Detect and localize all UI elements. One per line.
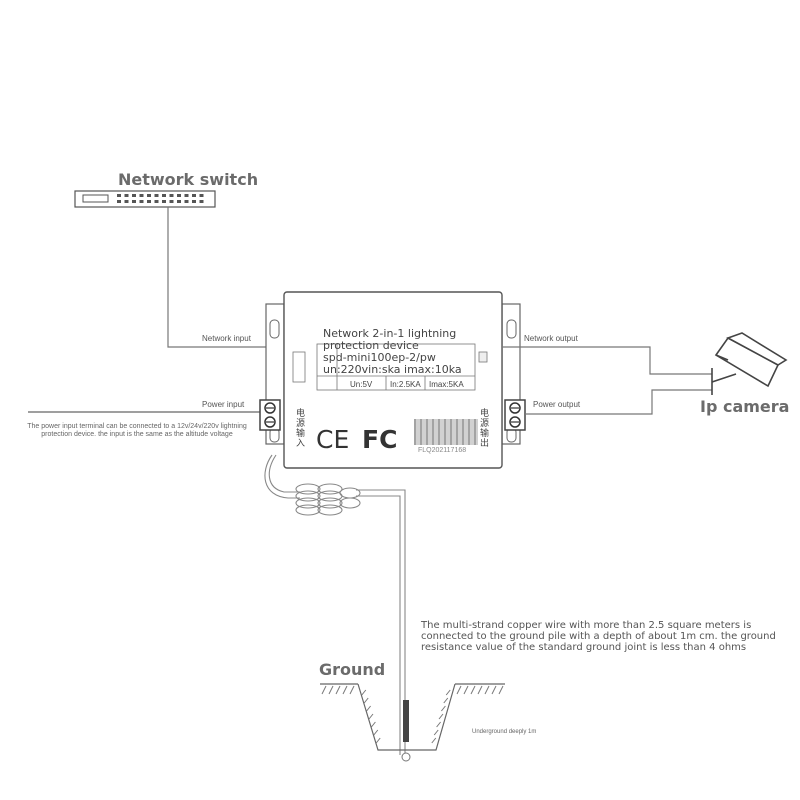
device-ratings: un:220vin:ska imax:10ka [323,363,462,376]
barcode [414,419,478,445]
fc-mark: FC [362,425,398,454]
spec-table [292,343,488,391]
power-input-label: Power input [202,400,245,409]
spd-device-body [283,291,503,469]
ground-pile-end [401,752,411,762]
ground-note: The multi-strand copper wire with more t… [421,620,776,653]
device-title: Network 2-in-1 lightning protection devi… [323,327,457,352]
ce-mark: CE [316,425,350,454]
network-input-label: Network input [202,334,251,343]
ground-wire-coil [264,454,406,755]
ground-pile [403,700,409,742]
power-output-cable [525,389,712,415]
power-input-note: The power input terminal can be connecte… [27,423,247,438]
power-input-terminal [259,399,281,431]
device-model: spd-mini100ep-2/pw [323,351,436,364]
underground-depth-label: Underground deeply 1m [472,729,537,735]
device-right-chinese-label: 电源输出 [480,408,490,448]
device-serial: FLQ202117168 [418,447,467,454]
ip-camera-label: Ip camera [700,397,790,416]
ip-camera-icon [711,332,788,395]
device-left-chinese-label: 电源输入 [296,408,306,448]
spec-cell-in: In:2.5KA [390,380,421,389]
power-output-label: Power output [533,400,581,409]
network-switch-icon [74,190,216,208]
network-switch-label: Network switch [118,170,259,189]
power-output-terminal [504,399,526,431]
ground-label: Ground [319,660,386,679]
network-output-label: Network output [524,334,578,343]
spec-cell-un: Un:5V [350,380,373,389]
spec-cell-imax: Imax:5KA [429,380,464,389]
network-output-cable [502,346,712,375]
ground-pit [320,683,505,751]
network-input-cable [167,207,284,348]
